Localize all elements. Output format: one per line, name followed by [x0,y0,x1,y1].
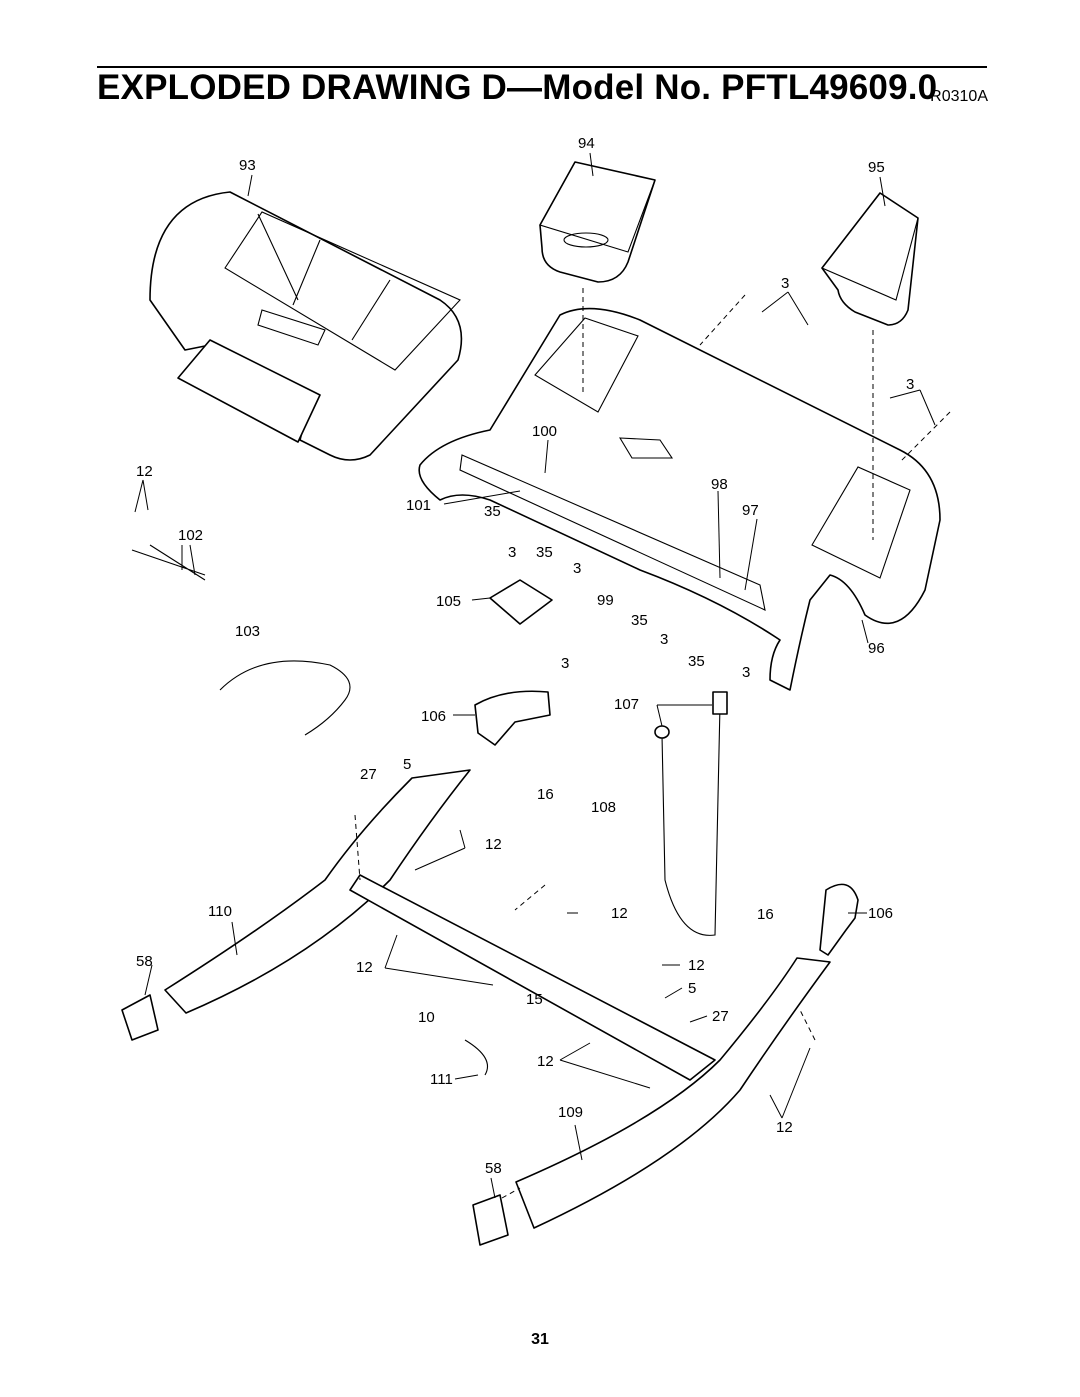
title-rule [97,66,987,68]
callout-35b: 35 [536,544,553,561]
grommet-part [654,725,670,739]
callout-106b: 106 [868,905,893,922]
callout-5b: 5 [688,980,696,997]
callout-16b: 16 [757,906,774,923]
callout-110: 110 [208,903,232,920]
callout-3b: 3 [906,376,914,393]
callout-3c: 3 [508,544,516,561]
callout-103: 103 [235,623,260,640]
callout-12g: 12 [776,1119,793,1136]
right-cover-part [819,883,859,956]
callout-3f: 3 [561,655,569,672]
callout-16a: 16 [537,786,554,803]
clip-part [712,691,728,715]
cable-part [661,704,721,936]
tray-right-part [821,192,919,326]
callout-27a: 27 [360,766,377,783]
callout-35d: 35 [688,653,705,670]
upright-cover-part [474,690,551,746]
wire-part [131,544,206,581]
callout-96: 96 [868,640,885,657]
callout-10: 10 [418,1009,435,1026]
left-upright-part [164,769,471,1014]
callout-labels: 93 94 95 3 3 12 100 101 98 97 35 102 3 3… [136,135,914,1177]
callout-101: 101 [406,497,431,514]
callout-12e: 12 [688,957,705,974]
callout-35c: 35 [631,612,648,629]
ground-wire-part [464,1039,489,1076]
callout-15: 15 [526,991,543,1008]
console-cover-part [149,191,463,461]
callout-35a: 35 [484,503,501,520]
tray-left-part [539,161,656,283]
callout-3g: 3 [742,664,750,681]
callout-27b: 27 [712,1008,729,1025]
callout-105: 105 [436,593,461,610]
callout-12a: 12 [136,463,153,480]
callout-3e: 3 [660,631,668,648]
callout-3d: 3 [573,560,581,577]
callout-102: 102 [178,527,203,544]
page-number: 31 [531,1331,549,1348]
console-base-part [418,307,941,691]
crossbar-part [349,874,716,1081]
revision-code: R0310A [930,88,988,105]
callout-93: 93 [239,157,256,174]
callout-109: 109 [558,1104,583,1121]
callout-12c: 12 [611,905,628,922]
callout-99: 99 [597,592,614,609]
callout-97: 97 [742,502,759,519]
callout-94: 94 [578,135,595,152]
callout-107: 107 [614,696,639,713]
callout-12b: 12 [485,836,502,853]
callout-98: 98 [711,476,728,493]
end-cap-left-part [121,994,159,1041]
callout-12d: 12 [356,959,373,976]
callout-106a: 106 [421,708,446,725]
right-upright-part [515,957,831,1229]
end-cap-right-part [472,1194,509,1246]
callout-58a: 58 [136,953,153,970]
callout-95: 95 [868,159,885,176]
bracket-part [489,579,553,625]
callout-58b: 58 [485,1160,502,1177]
callout-108: 108 [591,799,616,816]
assembly-lines [354,288,951,1199]
callout-100: 100 [532,423,557,440]
wire-harness-part [219,660,351,736]
callout-111: 111 [430,1071,453,1088]
leader-lines [134,152,936,1199]
callout-3a: 3 [781,275,789,292]
callout-12f: 12 [537,1053,554,1070]
callout-5a: 5 [403,756,411,773]
page-title: EXPLODED DRAWING D—Model No. PFTL49609.0 [97,68,938,107]
